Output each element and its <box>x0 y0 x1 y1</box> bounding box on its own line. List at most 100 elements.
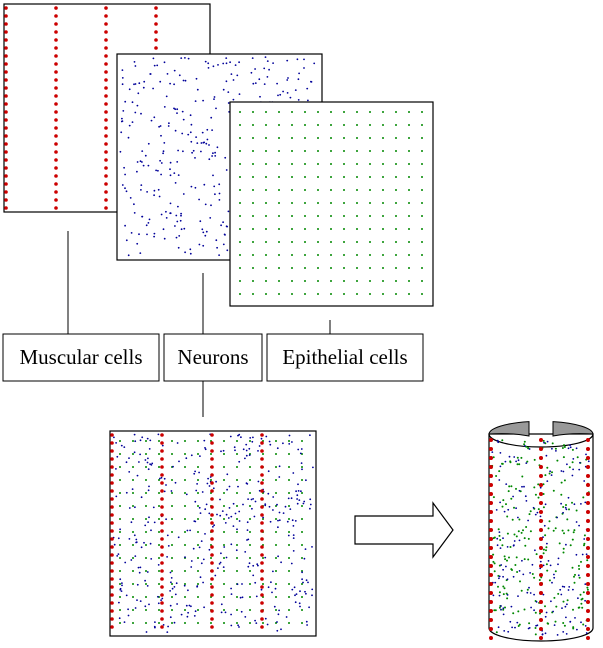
neuron <box>312 466 314 469</box>
muscular-cell <box>110 489 114 493</box>
neuron <box>497 441 500 444</box>
epithelial-cell <box>291 111 293 113</box>
epithelial-cell <box>548 472 551 475</box>
muscular-cell <box>154 38 158 42</box>
muscular-cell <box>160 617 164 621</box>
neuron <box>189 252 192 255</box>
muscular-cell <box>260 465 264 469</box>
neuron <box>518 539 521 542</box>
muscular-cell <box>260 545 264 549</box>
neuron <box>212 525 214 528</box>
neuron <box>289 96 292 99</box>
epithelial-cell <box>301 622 303 624</box>
neuron <box>227 517 230 519</box>
epithelial-cell <box>562 600 565 603</box>
muscular-cell <box>586 519 590 523</box>
epithelial-cell <box>502 499 505 502</box>
neuron <box>155 169 158 172</box>
neuron <box>135 541 138 543</box>
neuron <box>560 593 563 596</box>
neuron <box>297 78 300 81</box>
muscular-cell <box>160 529 164 533</box>
neuron <box>173 172 176 175</box>
epithelial-cell <box>572 626 575 629</box>
neuron <box>227 102 230 104</box>
neuron <box>173 107 175 110</box>
neuron <box>566 603 568 606</box>
muscular-cell <box>54 78 58 82</box>
neuron <box>206 482 209 485</box>
neuron <box>244 551 247 553</box>
neuron <box>290 497 293 500</box>
neuron <box>251 507 253 510</box>
neuron <box>266 76 269 78</box>
neuron <box>189 529 192 532</box>
epithelial-cell <box>249 531 251 533</box>
epithelial-cell <box>158 518 160 520</box>
neuron <box>166 556 169 558</box>
neuron <box>285 616 288 618</box>
neuron <box>542 564 545 567</box>
neuron <box>230 593 233 595</box>
epithelial-cell <box>343 241 345 243</box>
neuron <box>510 605 513 608</box>
neuron <box>144 154 147 157</box>
muscular-cell <box>586 483 590 487</box>
neuron <box>494 581 497 584</box>
label-epithelial-cells: Epithelial cells <box>266 333 424 382</box>
neuron <box>308 606 310 609</box>
epithelial-cell <box>278 124 280 126</box>
epithelial-cell <box>158 544 160 546</box>
neuron <box>169 168 171 171</box>
neuron <box>498 577 500 580</box>
muscular-cell <box>210 585 214 589</box>
neuron <box>302 502 305 505</box>
muscular-cell <box>260 585 264 589</box>
epithelial-cell <box>265 215 267 217</box>
neuron <box>303 557 306 560</box>
neuron <box>202 244 205 247</box>
epithelial-cell <box>520 589 523 592</box>
neuron <box>228 485 231 488</box>
muscular-cell <box>110 513 114 517</box>
epithelial-cell <box>510 497 513 500</box>
neuron <box>179 219 182 222</box>
epithelial-cell <box>561 447 564 449</box>
muscular-cell <box>210 545 214 549</box>
neuron <box>307 581 309 584</box>
neuron <box>500 605 502 607</box>
neuron <box>203 141 206 144</box>
epithelial-cell <box>275 557 277 559</box>
epithelial-cell <box>511 569 513 571</box>
neuron <box>230 515 233 518</box>
epithelial-cell <box>504 558 507 561</box>
muscular-cell <box>110 609 114 613</box>
epithelial-cell <box>502 585 505 588</box>
neuron <box>203 439 206 442</box>
neuron <box>585 632 588 634</box>
muscular-cell <box>586 600 590 604</box>
neuron <box>169 616 172 619</box>
epithelial-cell <box>197 531 199 533</box>
epithelial-cell <box>223 544 225 546</box>
neuron <box>572 588 574 591</box>
neuron <box>150 119 153 122</box>
epithelial-cell <box>531 573 534 575</box>
neuron <box>276 621 278 623</box>
epithelial-cell <box>343 202 345 204</box>
neuron <box>124 561 127 564</box>
neuron <box>515 460 517 463</box>
neuron <box>139 600 142 602</box>
epithelial-cell <box>145 557 147 559</box>
neuron <box>188 604 191 607</box>
muscular-cell <box>4 126 8 130</box>
neuron <box>213 98 215 100</box>
neuron <box>139 566 142 569</box>
epithelial-cell <box>301 609 303 611</box>
neuron <box>175 582 178 585</box>
neuron <box>234 449 236 452</box>
muscular-cell <box>160 561 164 565</box>
neuron <box>169 161 172 164</box>
muscular-cell <box>539 528 543 532</box>
